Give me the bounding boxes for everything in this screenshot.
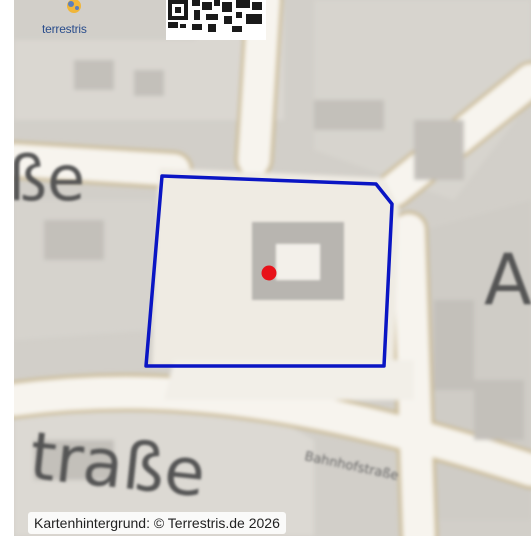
- small-building: [74, 60, 114, 90]
- small-building: [134, 70, 164, 96]
- central-building: [252, 222, 344, 300]
- qr-code: [166, 0, 266, 40]
- road-south: [14, 376, 531, 486]
- small-building: [414, 120, 464, 180]
- brand-name: terrestris: [42, 22, 87, 36]
- street-label: traße: [26, 417, 209, 512]
- location-marker[interactable]: [261, 265, 277, 281]
- plaza-south-edge: [164, 360, 414, 400]
- street-label: A: [484, 239, 531, 321]
- map-attribution[interactable]: Kartenhintergrund: © Terrestris.de 2026: [28, 512, 286, 534]
- map-canvas[interactable]: ße A traße Bahnhofstraße: [14, 0, 531, 536]
- street-label: ße: [14, 142, 85, 215]
- road-west: [14, 144, 190, 186]
- building-block: [314, 0, 531, 200]
- small-building: [44, 220, 104, 260]
- map-svg[interactable]: ße A traße Bahnhofstraße: [14, 0, 531, 536]
- small-building: [434, 300, 474, 390]
- small-building: [474, 380, 524, 440]
- selection-polygon[interactable]: [144, 174, 394, 368]
- qr-code-icon: [166, 0, 266, 40]
- brand-logo: terrestris: [40, 0, 118, 40]
- street-label-layer: ße A traße Bahnhofstraße: [14, 142, 531, 512]
- globe-icon: [67, 0, 81, 13]
- small-building: [314, 100, 384, 130]
- small-building: [34, 440, 114, 480]
